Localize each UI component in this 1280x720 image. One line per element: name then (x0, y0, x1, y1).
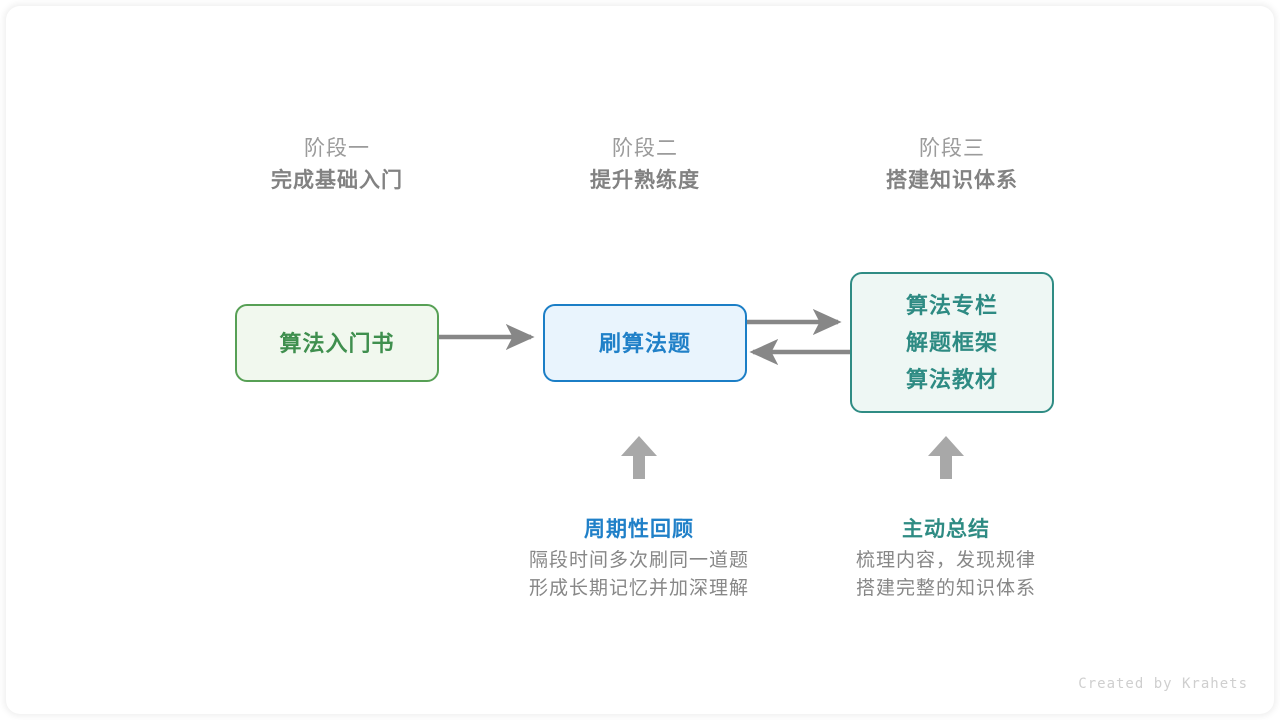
arrow-summary-up (928, 436, 964, 479)
node-resources-line-3: 算法教材 (905, 367, 998, 392)
node-resources-line-1: 算法专栏 (905, 293, 998, 318)
stage-header-2: 阶段二 提升熟练度 (525, 134, 765, 198)
diagram-canvas: 阶段一 完成基础入门 阶段二 提升熟练度 阶段三 搭建知识体系 (6, 6, 1274, 714)
credit-text: Created by Krahets (1078, 676, 1248, 692)
stage-header-3: 阶段三 搭建知识体系 (832, 134, 1072, 198)
annotation-summary-desc-1: 梳理内容，发现规律 (855, 550, 1036, 571)
annotation-periodic-review: 周期性回顾 隔段时间多次刷同一道题 形成长期记忆并加深理解 (489, 513, 789, 603)
node-algorithm-intro-book[interactable]: 算法入门书 (235, 304, 439, 382)
node-practice-line-1: 刷算法题 (598, 330, 691, 356)
annotation-review-desc-1: 隔段时间多次刷同一道题 (528, 550, 749, 571)
annotation-review-desc-2: 形成长期记忆并加深理解 (528, 578, 749, 599)
stage-index-2: 阶段二 (612, 137, 678, 160)
annotation-review-title: 周期性回顾 (584, 518, 694, 541)
stage-title-3: 搭建知识体系 (886, 169, 1018, 192)
arrow-review-up (621, 436, 657, 479)
annotation-summary-desc-2: 搭建完整的知识体系 (855, 578, 1036, 599)
node-practice-problems[interactable]: 刷算法题 (543, 304, 747, 382)
annotation-active-summary: 主动总结 梳理内容，发现规律 搭建完整的知识体系 (796, 513, 1096, 603)
annotation-summary-title: 主动总结 (902, 518, 990, 541)
stage-index-1: 阶段一 (304, 137, 370, 160)
stage-header-1: 阶段一 完成基础入门 (217, 134, 457, 198)
node-book-line-1: 算法入门书 (279, 330, 395, 356)
stage-title-1: 完成基础入门 (271, 169, 403, 192)
node-resources-line-2: 解题框架 (905, 330, 998, 355)
node-learning-resources[interactable]: 算法专栏 解题框架 算法教材 (850, 272, 1054, 413)
stage-index-3: 阶段三 (919, 137, 985, 160)
stage-title-2: 提升熟练度 (590, 169, 700, 192)
